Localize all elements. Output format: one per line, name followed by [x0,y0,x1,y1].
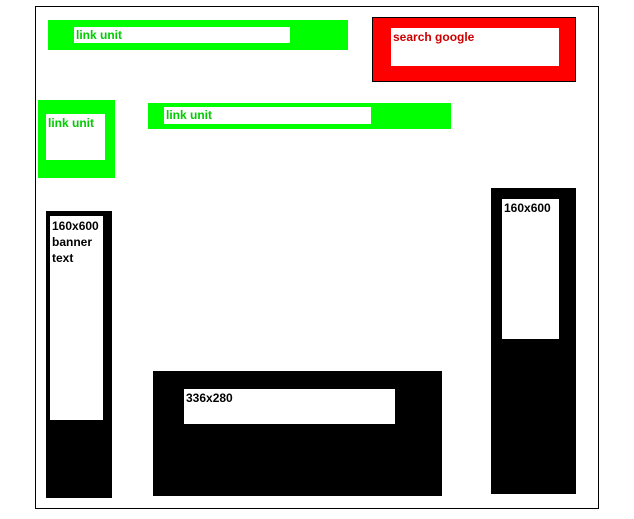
left-skyscraper-text-area: 160x600 banner text [50,216,103,420]
right-skyscraper-banner[interactable]: 160x600 [491,188,576,494]
middle-link-unit-field[interactable]: link unit [164,107,371,124]
left-link-unit-label: link unit [48,116,94,130]
center-rectangle-text-area: 336x280 [184,389,395,424]
right-skyscraper-text-area: 160x600 [502,199,559,339]
middle-link-unit-label: link unit [166,108,212,122]
right-skyscraper-label: 160x600 [504,201,551,215]
left-link-unit[interactable]: link unit [38,100,115,178]
left-link-unit-field[interactable]: link unit [46,114,105,160]
search-google-box[interactable]: search google [372,17,576,82]
search-google-label: search google [393,30,475,44]
search-google-input[interactable]: search google [391,28,559,66]
center-rectangle-label: 336x280 [186,391,233,405]
page-frame [35,6,599,509]
center-rectangle-banner[interactable]: 336x280 [153,371,442,496]
left-skyscraper-label: 160x600 banner text [52,219,99,265]
middle-link-unit[interactable]: link unit [148,103,451,129]
left-skyscraper-banner[interactable]: 160x600 banner text [46,211,112,498]
top-link-unit-field[interactable]: link unit [74,27,290,43]
top-link-unit-label: link unit [76,28,122,42]
top-link-unit[interactable]: link unit [48,20,348,50]
